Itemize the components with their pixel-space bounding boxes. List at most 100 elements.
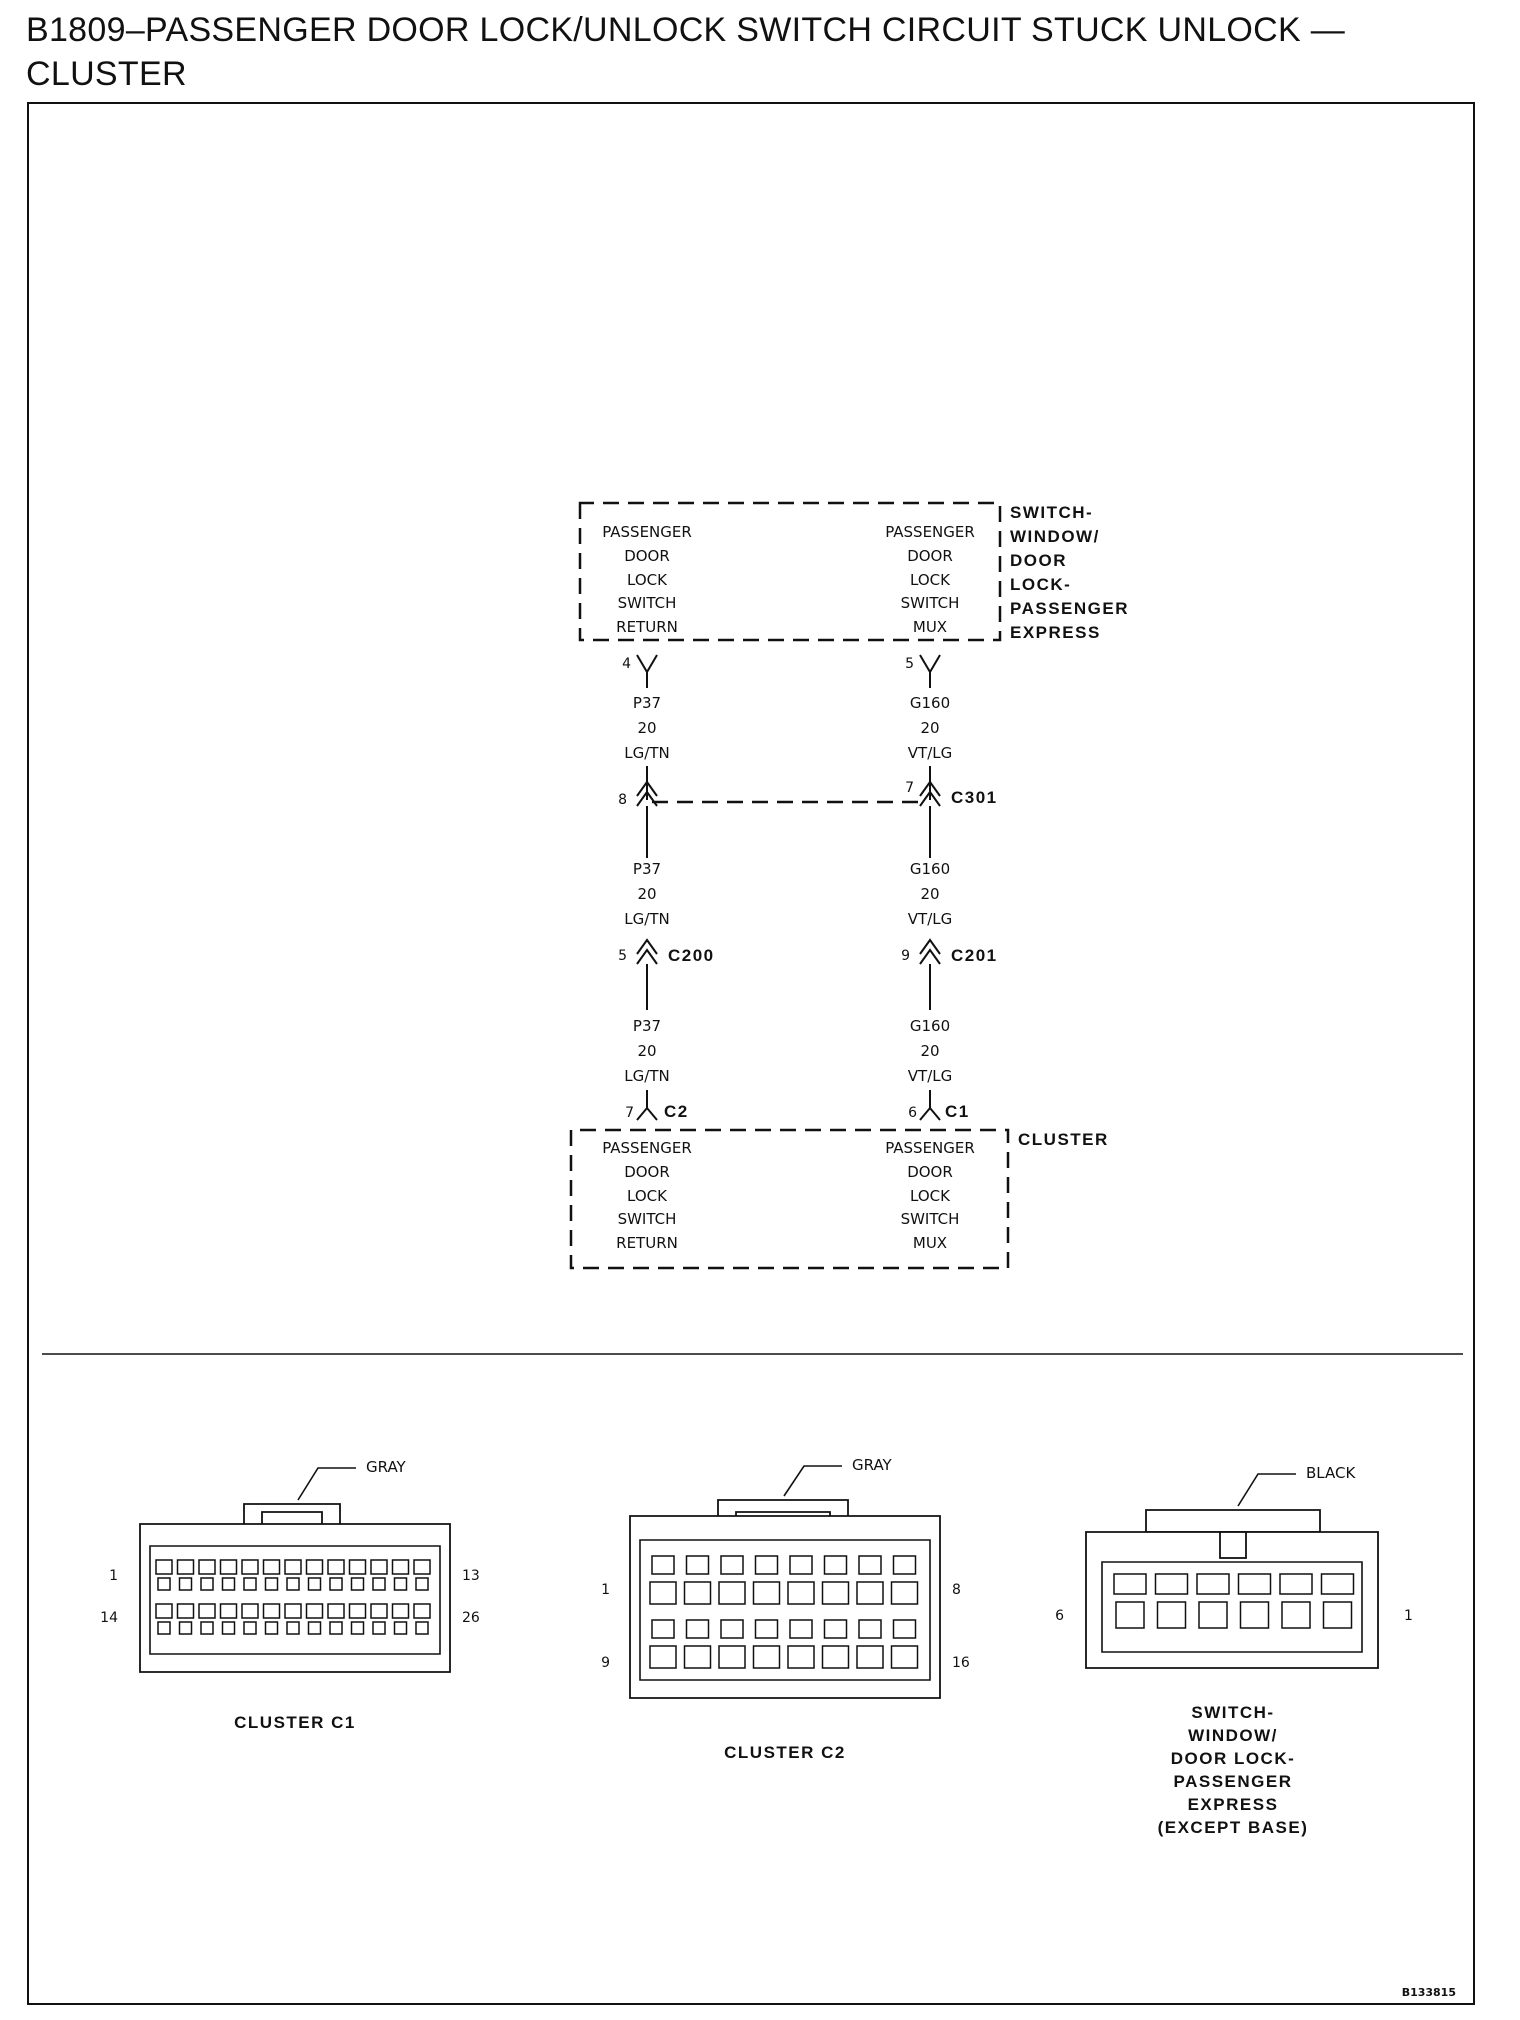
switch-terminal-left-text: DOOR — [624, 547, 670, 565]
connector-caption: SWITCH- — [1191, 1703, 1274, 1722]
page-title: B1809–PASSENGER DOOR LOCK/UNLOCK SWITCH … — [26, 11, 1346, 93]
connector-terminal — [787, 1645, 815, 1669]
cluster-terminal-right-text: DOOR — [907, 1163, 953, 1181]
connector-cavity — [1320, 1573, 1355, 1595]
pin-label-right: 1 — [1404, 1608, 1413, 1624]
connector-cavity — [370, 1603, 388, 1619]
wire-color-label: VT/LG — [908, 744, 952, 762]
switch-module-name-line: PASSENGER — [1010, 599, 1129, 618]
connector-terminal — [200, 1621, 214, 1635]
connector-terminal — [372, 1621, 386, 1635]
connector-cavity — [198, 1603, 216, 1619]
cluster-module: CLUSTER PASSENGER DOOR LOCK SWITCH RETUR… — [569, 1128, 1107, 1270]
connector-terminal — [683, 1581, 712, 1605]
connector-cavity — [1113, 1573, 1147, 1595]
pin-label-bottom-right: 26 — [462, 1610, 480, 1626]
connector-terminal — [221, 1577, 236, 1591]
connector-body — [1085, 1531, 1379, 1669]
pin-label-bottom-right: 16 — [952, 1655, 970, 1671]
wire-circuit-label: G160 — [910, 1017, 950, 1035]
pin-label-bottom-left: 9 — [601, 1655, 610, 1671]
switch-module-name-line: SWITCH- — [1010, 503, 1093, 522]
connector-terminal — [243, 1621, 257, 1635]
inline-connector-icon — [636, 938, 658, 965]
connector-terminal — [200, 1577, 214, 1591]
connector-view-cluster-c1: GRAY 1 13 14 26 CLUSTER C1 — [100, 1458, 480, 1732]
wire-color-label: LG/TN — [624, 910, 669, 928]
wire-gauge-label: 20 — [637, 1042, 656, 1060]
connector-color-label: GRAY — [852, 1456, 893, 1474]
connector-terminal — [856, 1645, 884, 1669]
connector-caption: DOOR LOCK- — [1171, 1749, 1296, 1768]
connector-terminal — [307, 1577, 322, 1591]
switch-terminal-right-text: DOOR — [907, 547, 953, 565]
pin-label-top-right: 13 — [462, 1568, 480, 1584]
male-terminal-icon — [636, 1090, 658, 1121]
left-circuit: 4 P37 20 LG/TN 8 P37 20 LG/TN 5 C200 P37… — [618, 654, 715, 1121]
connector-terminal — [649, 1645, 677, 1669]
c1-connector-name: C1 — [945, 1102, 970, 1121]
connector-cavity — [241, 1559, 259, 1575]
connector-terminal — [286, 1577, 300, 1591]
connector-cavity — [176, 1559, 195, 1575]
connector-cavity — [651, 1619, 675, 1639]
c301-left-pin-number: 8 — [618, 792, 627, 808]
connector-terminal — [264, 1621, 279, 1635]
connector-view-switch: BLACK 6 1 SWITCH- WINDOW/ DOOR LOCK- PAS… — [1055, 1464, 1413, 1837]
connector-terminal — [890, 1645, 919, 1669]
connector-cavity — [685, 1619, 710, 1639]
leader-line — [297, 1467, 356, 1501]
connector-cavity — [305, 1603, 324, 1619]
connector-cavity — [348, 1603, 367, 1619]
wire-circuit-label: P37 — [633, 694, 661, 712]
connector-terminal — [856, 1581, 884, 1605]
connector-cavity — [1279, 1573, 1313, 1595]
connector-pin-grid — [155, 1559, 431, 1635]
c200-connector-name: C200 — [668, 946, 715, 965]
connector-cavity — [155, 1559, 173, 1575]
connector-terminal — [683, 1645, 712, 1669]
cluster-terminal-left-text: DOOR — [624, 1163, 670, 1181]
c2-pin-number: 7 — [625, 1105, 634, 1121]
connector-terminal — [1281, 1601, 1311, 1629]
switch-left-pin-number: 4 — [622, 656, 631, 672]
connector-cavity — [720, 1619, 744, 1639]
connector-terminal — [157, 1621, 171, 1635]
connector-key — [1219, 1531, 1247, 1559]
connector-cavity — [823, 1619, 848, 1639]
connector-cavity — [155, 1603, 173, 1619]
female-terminal-icon — [636, 654, 658, 688]
switch-module-outline — [578, 501, 1002, 642]
female-terminal-icon — [919, 654, 941, 688]
switch-terminal-right-text: LOCK — [910, 571, 951, 589]
connector-cavity — [685, 1555, 710, 1575]
connector-cavity — [241, 1603, 259, 1619]
connector-cavity — [327, 1603, 345, 1619]
connector-cavity — [651, 1555, 675, 1575]
connector-terminal — [1198, 1601, 1228, 1629]
connector-cavity — [754, 1555, 779, 1575]
connector-terminal — [821, 1645, 850, 1669]
right-circuit: 5 G160 20 VT/LG 7 C301 G160 20 VT/LG 9 C… — [901, 654, 996, 1121]
cluster-terminal-left-text: SWITCH — [618, 1210, 677, 1228]
connector-cavity — [789, 1555, 813, 1575]
diagram-frame — [27, 102, 1475, 2005]
connector-terminal — [157, 1577, 171, 1591]
connector-cavity — [858, 1619, 882, 1639]
switch-terminal-right-text: PASSENGER — [885, 523, 975, 541]
pin-label-bottom-left: 14 — [100, 1610, 118, 1626]
switch-module-name-line: EXPRESS — [1010, 623, 1101, 642]
connector-cavity — [413, 1559, 431, 1575]
switch-terminal-left-text: RETURN — [616, 618, 678, 636]
connector-caption: CLUSTER C2 — [724, 1743, 846, 1762]
connector-terminal — [393, 1621, 408, 1635]
connector-cavity — [176, 1603, 195, 1619]
connector-terminal — [1156, 1601, 1187, 1629]
switch-terminal-left-text: LOCK — [627, 571, 668, 589]
connector-terminal — [350, 1621, 365, 1635]
switch-terminal-right-text: SWITCH — [901, 594, 960, 612]
connector-terminal — [1115, 1601, 1145, 1629]
cluster-terminal-right-text: LOCK — [910, 1187, 951, 1205]
connector-cavity — [219, 1603, 238, 1619]
switch-terminal-left-text: PASSENGER — [602, 523, 692, 541]
